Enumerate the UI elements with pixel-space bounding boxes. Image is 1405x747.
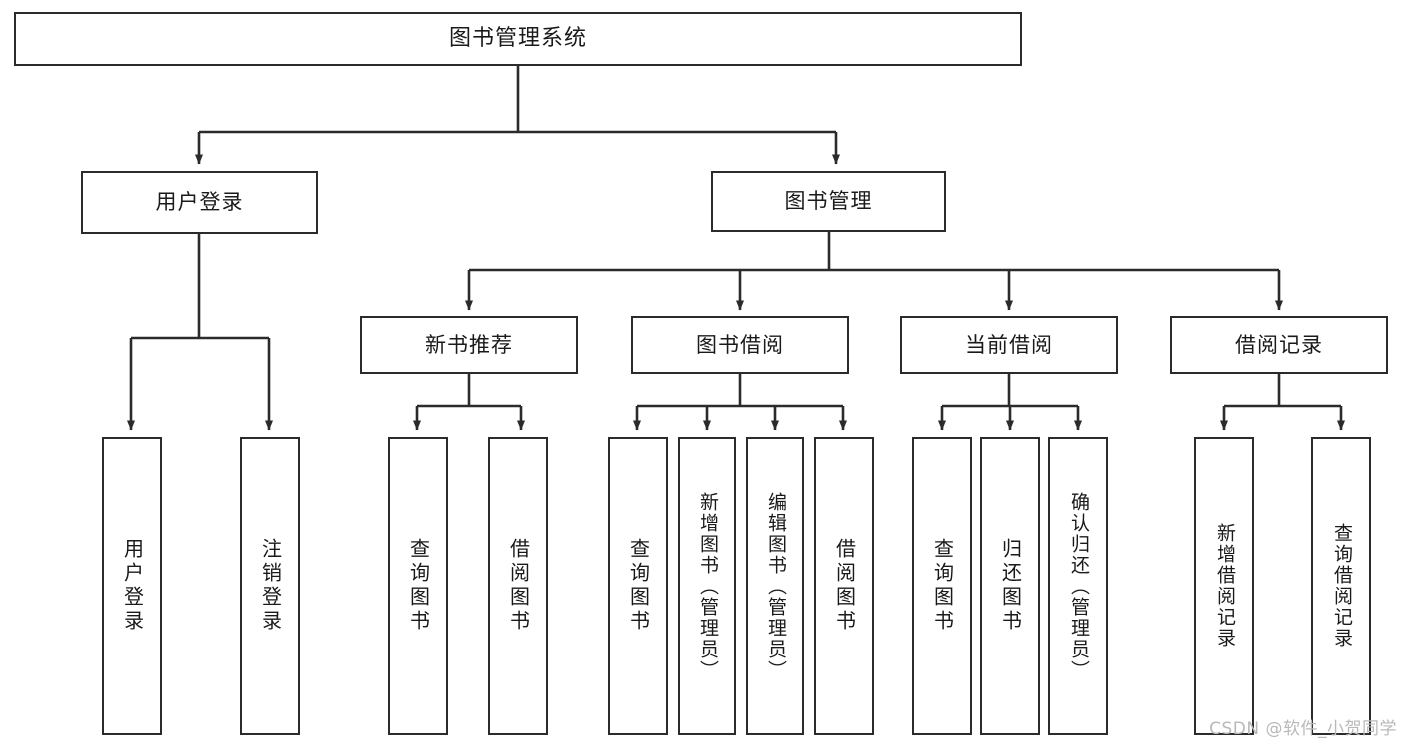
leaf-borrow-book-recommend[interactable]: 借阅图书 [488,437,548,735]
leaf-edit-book-admin[interactable]: 编辑图书（管理员） [746,437,804,735]
node-borrow-record[interactable]: 借阅记录 [1170,316,1388,374]
node-label: 查询图书 [406,538,431,634]
node-label: 查询图书 [626,538,651,634]
node-label: 新增借阅记录 [1213,523,1236,649]
node-root-system[interactable]: 图书管理系统 [14,12,1022,66]
leaf-logout[interactable]: 注销登录 [240,437,300,735]
node-label: 用户登录 [155,190,244,215]
node-label: 新书推荐 [425,332,513,357]
node-user-login[interactable]: 用户登录 [81,171,318,234]
node-label: 查询借阅记录 [1330,523,1353,649]
leaf-add-borrow-record[interactable]: 新增借阅记录 [1194,437,1254,735]
node-label: 查询图书 [930,538,955,634]
node-label: 确认归还（管理员） [1067,491,1090,681]
node-label: 注销登录 [258,538,283,634]
node-label: 当前借阅 [965,332,1053,357]
node-book-borrow[interactable]: 图书借阅 [631,316,849,374]
node-label: 用户登录 [120,538,145,634]
leaf-add-book-admin[interactable]: 新增图书（管理员） [678,437,736,735]
leaf-query-book-recommend[interactable]: 查询图书 [388,437,448,735]
leaf-query-book-current[interactable]: 查询图书 [912,437,972,735]
node-label: 编辑图书（管理员） [764,491,787,681]
leaf-user-login[interactable]: 用户登录 [102,437,162,735]
leaf-return-book[interactable]: 归还图书 [980,437,1040,735]
node-label: 借阅图书 [832,538,857,634]
node-book-management[interactable]: 图书管理 [711,171,946,232]
node-label: 归还图书 [998,538,1023,634]
leaf-query-book-borrow[interactable]: 查询图书 [608,437,668,735]
node-label: 借阅记录 [1235,332,1323,357]
node-new-book-recommend[interactable]: 新书推荐 [360,316,578,374]
node-label: 图书管理 [784,189,873,214]
node-current-borrow[interactable]: 当前借阅 [900,316,1118,374]
node-label: 图书管理系统 [448,26,587,52]
node-label: 新增图书（管理员） [696,491,719,681]
node-label: 借阅图书 [506,538,531,634]
node-label: 图书借阅 [696,332,784,357]
csdn-watermark: CSDN @软件_小贺同学 [1209,719,1397,739]
leaf-query-borrow-record[interactable]: 查询借阅记录 [1311,437,1371,735]
leaf-borrow-book[interactable]: 借阅图书 [814,437,874,735]
leaf-confirm-return-admin[interactable]: 确认归还（管理员） [1048,437,1108,735]
